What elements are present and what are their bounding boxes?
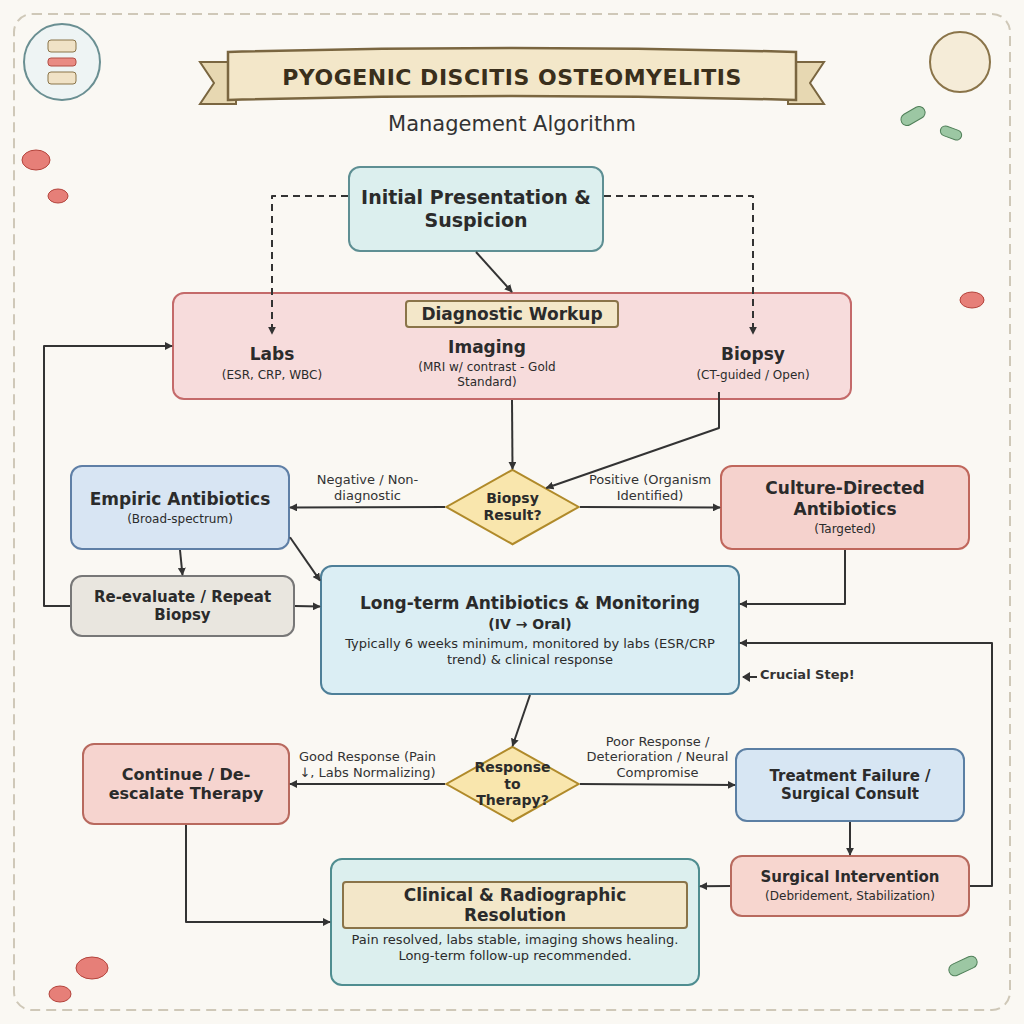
connector-arrow [604,196,753,334]
callout-arrowhead [742,672,750,682]
disc-icon [48,58,76,66]
callout-note: Crucial Step! [760,667,870,682]
edge-label: Poor Response / Deterioration / Neural C… [583,734,733,781]
title-ribbon [228,48,796,100]
connector-arrow [44,346,172,606]
process-box: Long-term Antibiotics & Monitoring (IV → … [320,565,740,695]
process-box: Continue / De-escalate Therapy [82,743,290,825]
process-box: Treatment Failure / Surgical Consult [735,748,965,822]
connector-arrow [740,550,845,604]
node-heading: Continue / De-escalate Therapy [94,765,278,803]
node-text: (CT-guided / Open) [696,368,809,382]
blood-cell [960,292,984,308]
vertebra-icon [48,72,76,84]
process-box: Culture-Directed Antibiotics (Targeted) [720,465,970,550]
node-heading: Culture-Directed Antibiotics [732,478,958,519]
node-heading: Clinical & Radiographic Resolution [342,881,688,930]
connector-arrow [580,506,720,509]
connector-arrow [290,537,320,580]
connector-arrow [740,643,992,886]
node-heading: Initial Presentation & Suspicion [360,186,592,232]
edge-label: Negative / Non-diagnostic [308,472,428,503]
process-box: Surgical Intervention (Debridement, Stabi… [730,855,970,917]
connector-arrow [295,605,320,608]
blood-cell [22,150,50,170]
decision-diamond: Biopsy Result? [445,469,580,545]
decision-diamond: Response to Therapy? [445,746,580,822]
imaging-item: Imaging (MRI w/ contrast - Gold Standard) [380,332,594,394]
connector-arrow [849,822,851,855]
node-heading: Long-term Antibiotics & Monitoring [360,593,700,613]
node-text: Pain resolved, labs stable, imaging show… [342,932,688,963]
connector-arrow [180,550,183,575]
connector-arrow [476,252,512,292]
node-heading: Re-evaluate / Repeat Biopsy [82,588,283,624]
node-text: (Debridement, Stabilization) [765,889,935,903]
node-heading: Treatment Failure / Surgical Consult [747,767,953,803]
connector-arrow [580,784,735,785]
page-border [14,14,1010,1010]
biopsy-item: Biopsy (CT-guided / Open) [668,334,838,392]
node-heading: Biopsy Result? [469,490,556,524]
connector-arrow [513,695,531,746]
spine-icon [24,24,100,100]
node-text: (ESR, CRP, WBC) [222,368,322,382]
node-text: Typically 6 weeks minimum, monitored by … [332,636,728,667]
bacteria-icon [899,104,928,127]
diagram-title: PYOGENIC DISCITIS OSTEOMYELITIS [232,58,792,96]
node-heading: Surgical Intervention [760,868,939,886]
bacteria-icon [947,954,979,978]
connector-arrow [272,196,348,334]
workup-band: Diagnostic WorkupLabs (ESR, CRP, WBC) Imag… [172,292,852,400]
node-text: (Broad-spectrum) [127,512,233,526]
edge-label: Good Response (Pain ↓, Labs Normalizing) [293,749,443,780]
vertebra-icon [48,40,76,52]
node-text: (IV → Oral) [488,616,571,633]
start-box: Initial Presentation & Suspicion [348,166,604,252]
node-heading: Empiric Antibiotics [90,489,271,509]
node-text: (MRI w/ contrast - Gold Standard) [392,360,582,389]
node-heading: Response to Therapy? [469,759,556,809]
node-heading: Diagnostic Workup [405,300,618,328]
edge-label: Positive (Organism Identified) [585,472,715,503]
bacteria-icon [939,125,963,142]
vertebra-icon [930,32,990,92]
connector-arrow [511,400,514,469]
diamond-shape [446,470,578,544]
node-text: (Targeted) [814,522,876,536]
blood-cell [48,189,68,203]
node-heading: Imaging [448,337,526,357]
end-box: Clinical & Radiographic ResolutionPain r… [330,858,700,986]
lab-item: Labs (ESR, CRP, WBC) [192,334,352,392]
connector-arrow [186,825,330,922]
process-box: Empiric Antibiotics (Broad-spectrum) [70,465,290,550]
blood-cell [76,957,108,979]
subtitle-text: Management Algorithm [312,112,712,136]
diamond-shape [446,747,578,821]
node-heading: Biopsy [721,344,785,364]
connector-arrow [290,783,445,785]
node-heading: Labs [250,344,295,364]
process-box: Re-evaluate / Repeat Biopsy [70,575,295,637]
connector-arrow [290,506,445,509]
connector-arrow [700,885,730,887]
blood-cell [49,986,71,1002]
